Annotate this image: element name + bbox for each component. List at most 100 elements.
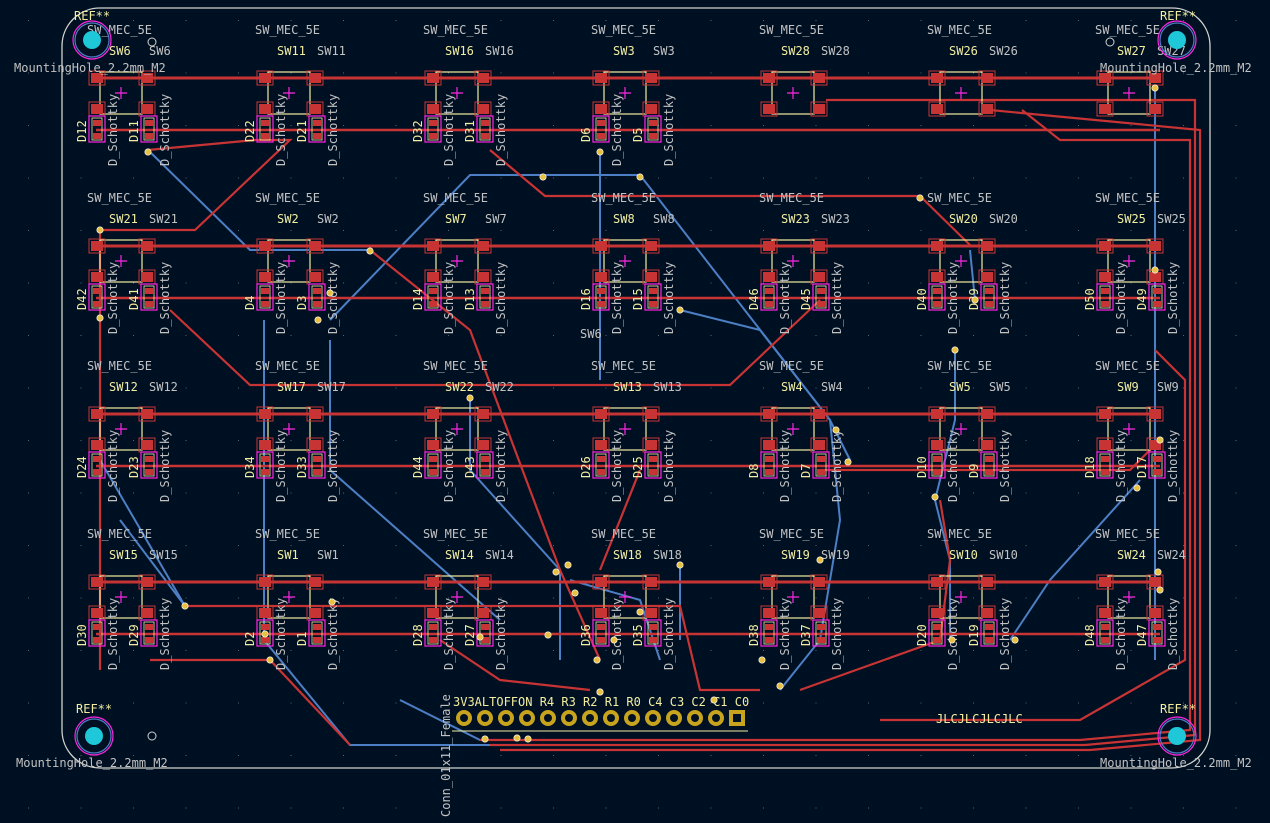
grid-dot [238,335,239,336]
track [799,499,952,692]
diode-pad [985,288,993,294]
switch-pad-outline [138,574,156,590]
grid-dot [710,335,712,336]
grid-dot [1025,282,1027,284]
grid-dot [605,20,607,21]
diode-ref-label: D35 [631,624,645,646]
switch-pad [645,608,657,618]
diode-value-label: D_Schottky [1166,262,1180,334]
switch-pad [427,241,439,251]
grid-dot [500,807,502,809]
grid-dot [448,230,449,231]
diode-outline [647,285,659,309]
grid-dot [343,807,344,809]
diode-pad [481,469,489,475]
grid-dot [658,230,659,231]
connector-j1[interactable]: 3V3ALTOFFON R4 R3 R2 R1 R0 C4 C3 C2 C1 C… [439,694,749,817]
diode-ref-label: D11 [127,120,141,142]
hole-value-label: MountingHole_2.2mm_M2 [16,756,168,770]
track [150,658,351,746]
grid-dot [920,125,922,126]
diode-pad [93,456,101,462]
grid-dot [80,387,82,389]
grid-dot [815,177,817,179]
diode-value-label: D_Schottky [778,262,792,334]
switch-value-label: SW_MEC_5E [759,527,824,541]
switch-ref-fab-label: SW26 [989,44,1018,58]
switch-pad [981,241,993,251]
switch-pad-outline [642,70,660,86]
switch-ref-fab-label: SW23 [821,212,850,226]
grid-dot [28,597,29,599]
grid-dot [868,230,869,231]
diode-pad [313,624,321,630]
grid-dot [1235,335,1237,336]
switch-sw20[interactable]: SW_MEC_5ESW20SW20D40D_SchottkyD39D_Schot… [915,191,1018,334]
switch-ref-label: SW4 [781,380,803,394]
grid-dot [290,545,292,546]
diode-value-label: D_Schottky [778,430,792,502]
diode-ref-label: D48 [1083,624,1097,646]
switch-pad-outline [760,406,778,422]
diode-outline [479,453,491,477]
track [489,149,971,246]
grid-dot [1130,755,1132,756]
diode-courtyard [760,451,778,479]
grid-dot [710,807,712,809]
grid-dot [238,650,239,651]
diode-ref-label: D37 [799,624,813,646]
fiducial-circle [1105,37,1115,47]
grid-dot [920,177,922,179]
switch-value-label: SW_MEC_5E [759,23,824,37]
hole-value-label: MountingHole_2.2mm_M2 [1100,61,1252,75]
switch-ref-label: SW23 [781,212,810,226]
switch-value-label: SW_MEC_5E [759,359,824,373]
grid-dot [395,72,397,74]
diode-courtyard [308,115,326,143]
via [476,633,484,641]
grid-dot [1235,597,1237,599]
switch-pad-outline [1146,101,1164,117]
diode-pad [597,120,605,126]
diode-outline [91,453,103,477]
diode-pad [933,469,941,475]
diode-ref-label: D33 [295,456,309,478]
diode-pad [933,301,941,307]
grid-dot [658,20,659,21]
switch-ref-fab-label: SW7 [485,212,507,226]
grid-dot [658,650,659,651]
diode-courtyard [1096,283,1114,311]
grid-dot [973,702,974,704]
diode-outline [647,621,659,645]
diode-courtyard [644,451,662,479]
diode-pad [481,133,489,139]
